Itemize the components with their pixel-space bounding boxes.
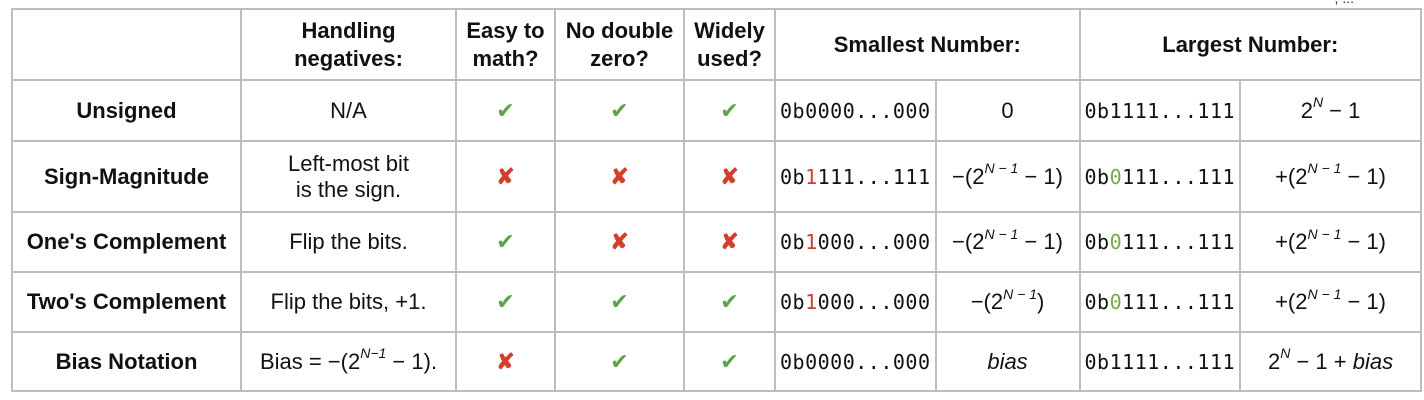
check-icon: ✔ bbox=[683, 271, 776, 333]
largest-value: +(2N − 1 − 1) bbox=[1239, 140, 1423, 213]
number-representation-table: Handling negatives: Easy to math? No dou… bbox=[11, 8, 1423, 392]
largest-binary: 0b0111...111 bbox=[1078, 271, 1242, 333]
smallest-value: −(2N − 1 − 1) bbox=[934, 211, 1081, 273]
cross-icon: ✘ bbox=[455, 140, 556, 213]
handling-cell: Flip the bits. bbox=[240, 211, 457, 273]
largest-value: +(2N − 1 − 1) bbox=[1239, 271, 1423, 333]
handling-cell: N/A bbox=[240, 79, 457, 142]
header-largest-number: Largest Number: bbox=[1078, 8, 1423, 81]
check-icon: ✔ bbox=[683, 331, 776, 392]
smallest-value: bias bbox=[934, 331, 1081, 392]
handling-cell: Bias = −(2N−1 − 1). bbox=[240, 331, 457, 392]
handling-cell: Flip the bits, +1. bbox=[240, 271, 457, 333]
largest-value: 2N − 1 + bias bbox=[1239, 331, 1423, 392]
row-name: Sign-Magnitude bbox=[11, 140, 242, 213]
cross-icon: ✘ bbox=[455, 331, 556, 392]
table-row: One's Complement Flip the bits. ✔ ✘ ✘ 0b… bbox=[11, 211, 1423, 273]
clipped-top-text: , ... bbox=[1335, 0, 1354, 6]
largest-binary: 0b0111...111 bbox=[1078, 211, 1242, 273]
cross-icon: ✘ bbox=[683, 140, 776, 213]
table-row: Bias Notation Bias = −(2N−1 − 1). ✘ ✔ ✔ … bbox=[11, 331, 1423, 392]
check-icon: ✔ bbox=[455, 271, 556, 333]
header-no-double-zero: No double zero? bbox=[554, 8, 685, 81]
header-easy-to-math: Easy to math? bbox=[455, 8, 556, 81]
smallest-value: −(2N − 1) bbox=[934, 271, 1081, 333]
header-handling-negatives: Handling negatives: bbox=[240, 8, 457, 81]
cross-icon: ✘ bbox=[554, 211, 685, 273]
cross-icon: ✘ bbox=[554, 140, 685, 213]
smallest-binary: 0b1111...111 bbox=[774, 140, 937, 213]
check-icon: ✔ bbox=[455, 211, 556, 273]
table-row: Two's Complement Flip the bits, +1. ✔ ✔ … bbox=[11, 271, 1423, 333]
largest-binary: 0b1111...111 bbox=[1078, 79, 1242, 142]
row-name: Bias Notation bbox=[11, 331, 242, 392]
largest-binary: 0b0111...111 bbox=[1078, 140, 1242, 213]
smallest-binary: 0b0000...000 bbox=[774, 331, 937, 392]
row-name: Two's Complement bbox=[11, 271, 242, 333]
largest-binary: 0b1111...111 bbox=[1078, 331, 1242, 392]
check-icon: ✔ bbox=[554, 271, 685, 333]
cross-icon: ✘ bbox=[683, 211, 776, 273]
header-row: Handling negatives: Easy to math? No dou… bbox=[11, 8, 1423, 81]
row-name: Unsigned bbox=[11, 79, 242, 142]
check-icon: ✔ bbox=[455, 79, 556, 142]
check-icon: ✔ bbox=[554, 331, 685, 392]
corner-cell bbox=[11, 8, 242, 81]
header-smallest-number: Smallest Number: bbox=[774, 8, 1081, 81]
smallest-value: 0 bbox=[934, 79, 1081, 142]
header-widely-used: Widely used? bbox=[683, 8, 776, 81]
largest-value: 2N − 1 bbox=[1239, 79, 1423, 142]
check-icon: ✔ bbox=[683, 79, 776, 142]
check-icon: ✔ bbox=[554, 79, 685, 142]
smallest-binary: 0b1000...000 bbox=[774, 211, 937, 273]
largest-value: +(2N − 1 − 1) bbox=[1239, 211, 1423, 273]
smallest-binary: 0b0000...000 bbox=[774, 79, 937, 142]
smallest-value: −(2N − 1 − 1) bbox=[934, 140, 1081, 213]
smallest-binary: 0b1000...000 bbox=[774, 271, 937, 333]
table-row: Unsigned N/A ✔ ✔ ✔ 0b0000...000 0 0b1111… bbox=[11, 79, 1423, 142]
row-name: One's Complement bbox=[11, 211, 242, 273]
